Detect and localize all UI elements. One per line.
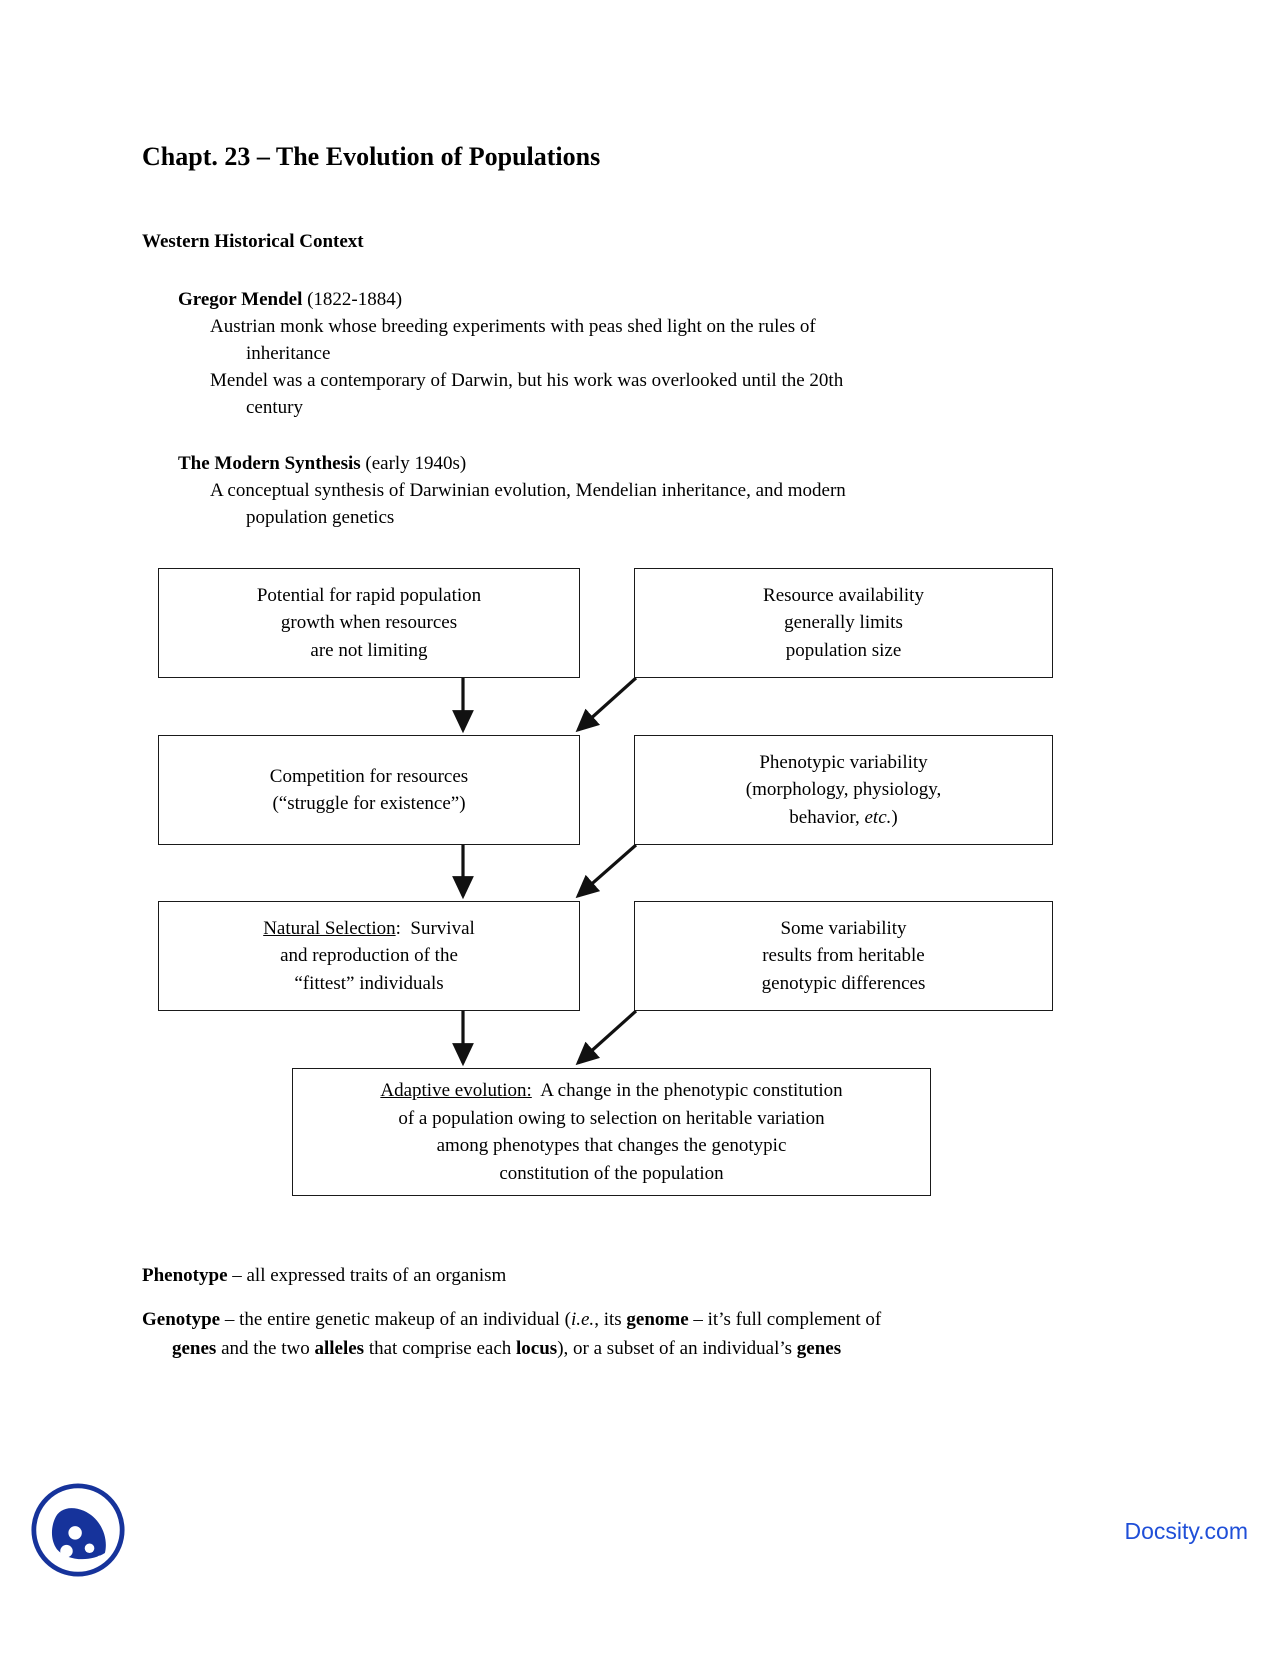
flow-node-resource-availability: Resource availability generally limits p… xyxy=(634,568,1053,678)
arrow-phenovar-to-natsel xyxy=(575,843,638,899)
flow-node-line: Phenotypic variability xyxy=(759,751,928,773)
definition-body-d: and the two xyxy=(216,1338,315,1359)
definition-genotype: Genotype – the entire genetic makeup of … xyxy=(142,1305,1087,1363)
entry-line-text: Austrian monk whose breeding experiments… xyxy=(210,316,816,337)
definition-dash: – xyxy=(220,1309,240,1330)
flow-node-line: Competition for resources xyxy=(269,765,469,787)
flow-node-underlined: Adaptive evolution: xyxy=(380,1080,532,1101)
flow-node-phenotypic-variability: Phenotypic variability (morphology, phys… xyxy=(634,735,1053,845)
entry-modern-synthesis: The Modern Synthesis (early 1940s) A con… xyxy=(178,450,1038,531)
flow-node-line: Natural Selection: Survival xyxy=(263,917,475,939)
definition-bold-genes-2: genes xyxy=(796,1338,842,1359)
flow-node-underlined: Natural Selection xyxy=(263,917,396,939)
definition-body: all expressed traits of an organism xyxy=(246,1265,507,1286)
definition-term: Phenotype xyxy=(142,1265,228,1286)
entry-line: Mendel was a contemporary of Darwin, but… xyxy=(178,367,1038,421)
entry-line-cont: inheritance xyxy=(246,343,331,364)
entry-term: Gregor Mendel xyxy=(178,289,303,310)
definition-body-a: the entire genetic makeup of an individu… xyxy=(239,1309,571,1330)
definition-bold-locus: locus xyxy=(516,1338,558,1359)
docsity-wordmark[interactable]: Docsity.com xyxy=(1124,1518,1248,1544)
flow-node-line: Potential for rapid population xyxy=(256,584,482,606)
definition-term: Genotype xyxy=(142,1309,221,1330)
section-heading: Western Historical Context xyxy=(142,231,364,252)
definition-bold-genome: genome xyxy=(626,1309,689,1330)
flow-node-line: “fittest” individuals xyxy=(294,972,444,994)
definition-body-b: , its xyxy=(594,1309,627,1330)
flow-node-adaptive-evolution: Adaptive evolution: A change in the phen… xyxy=(292,1068,931,1196)
flow-node-line: (“struggle for existence”) xyxy=(272,793,466,814)
definition-bold-genes: genes xyxy=(172,1338,217,1359)
entry-gregor-mendel: Gregor Mendel (1822-1884) Austrian monk … xyxy=(178,286,1038,421)
flow-node-natural-selection: Natural Selection: Survival and reproduc… xyxy=(158,901,580,1011)
flow-node-some-variability: Some variability results from heritable … xyxy=(634,901,1053,1011)
flow-node-line: and reproduction of the xyxy=(280,945,458,967)
flow-node-line: genotypic differences xyxy=(761,972,926,994)
entry-dates: (1822-1884) xyxy=(302,289,403,310)
entry-line-cont: century xyxy=(246,397,303,418)
flow-node-line: constitution of the population xyxy=(499,1162,724,1184)
flow-node-rapid-growth: Potential for rapid population growth wh… xyxy=(158,568,580,678)
definition-body-f: ), or a subset of an individual’s xyxy=(557,1338,797,1359)
entry-dates: (early 1940s) xyxy=(360,453,467,474)
flow-node-line: (morphology, physiology, xyxy=(745,779,942,801)
docsity-logo-icon[interactable] xyxy=(30,1482,126,1578)
arrow-resource-to-compete xyxy=(575,676,638,733)
arrow-somevar-to-adaptive xyxy=(575,1009,638,1066)
flow-node-line: results from heritable xyxy=(762,945,925,967)
flow-node-competition: Competition for resources (“struggle for… xyxy=(158,735,580,845)
entry-line: Austrian monk whose breeding experiments… xyxy=(178,313,1038,367)
flow-node-line: are not limiting xyxy=(310,639,428,661)
entry-line-cont: population genetics xyxy=(246,507,395,528)
definition-phenotype: Phenotype – all expressed traits of an o… xyxy=(142,1261,1102,1290)
entry-line-text: Mendel was a contemporary of Darwin, but… xyxy=(210,370,844,391)
flow-node-line: among phenotypes that changes the genoty… xyxy=(436,1135,787,1156)
definition-body-e: that comprise each xyxy=(364,1338,517,1359)
definition-italic-ie: i.e. xyxy=(570,1309,595,1330)
flow-node-line: of a population owing to selection on he… xyxy=(398,1107,825,1129)
definition-line-2: genes and the two alleles that comprise … xyxy=(142,1334,1087,1363)
entry-term: The Modern Synthesis xyxy=(178,453,361,474)
flow-node-line: growth when resources xyxy=(280,612,458,634)
entry-line: A conceptual synthesis of Darwinian evol… xyxy=(178,477,1038,531)
flow-node-line: behavior, etc.) xyxy=(789,806,898,828)
definition-bold-alleles: alleles xyxy=(314,1338,365,1359)
entry-line-text: A conceptual synthesis of Darwinian evol… xyxy=(210,480,846,501)
definition-dash: – xyxy=(227,1265,247,1286)
definition-body-c: – it’s full complement of xyxy=(688,1309,882,1330)
flow-node-line: population size xyxy=(785,639,902,661)
flow-node-line: Resource availability xyxy=(763,584,924,606)
flow-node-line: generally limits xyxy=(784,612,903,634)
flow-node-line: Adaptive evolution: A change in the phen… xyxy=(380,1080,843,1101)
page-title: Chapt. 23 – The Evolution of Populations xyxy=(142,142,601,171)
flow-node-italic: etc. xyxy=(864,806,892,828)
flow-node-line: Some variability xyxy=(780,917,907,939)
